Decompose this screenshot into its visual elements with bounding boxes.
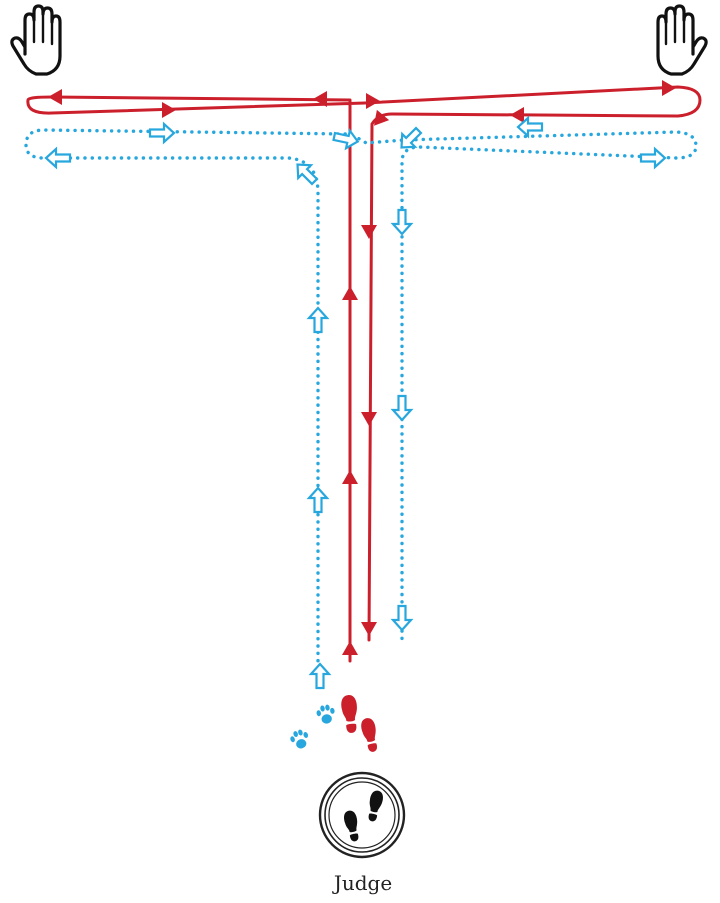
red-arrow-down xyxy=(361,622,377,636)
red-arrow-left xyxy=(48,89,62,105)
red-arrow-up xyxy=(342,470,358,484)
red-arrow-up xyxy=(342,641,358,655)
judge-label: Judge xyxy=(333,871,393,895)
stop-hand-icon xyxy=(10,4,62,76)
blue-arrow-down xyxy=(391,208,413,236)
blue-arrow-up xyxy=(307,486,329,514)
shoeprint-icon xyxy=(340,694,381,754)
blue-arrow-down xyxy=(391,604,413,632)
red-arrow-right xyxy=(366,93,380,109)
red-arrow-down xyxy=(361,412,377,426)
red-arrow-up xyxy=(342,286,358,300)
blue-arrow-up xyxy=(309,662,331,690)
blue-arrow-right xyxy=(331,126,361,152)
handler-route xyxy=(26,85,702,663)
blue-arrow-left xyxy=(44,147,72,169)
blue-arrow-right xyxy=(148,122,176,144)
blue-arrow-down xyxy=(391,394,413,422)
stop-hand-icon xyxy=(656,4,708,76)
handler-arrows xyxy=(48,80,676,655)
blue-arrow-up xyxy=(307,306,329,334)
dog-route xyxy=(24,128,698,670)
red-arrow-down xyxy=(361,225,377,239)
red-arrow-right xyxy=(662,80,676,96)
blue-arrow-down-left xyxy=(394,123,426,155)
blue-arrow-up-left xyxy=(290,157,322,189)
blue-arrow-right xyxy=(639,147,667,169)
judge-shoeprints-icon xyxy=(318,771,406,859)
paw-print-icon xyxy=(288,703,337,751)
dog-arrows xyxy=(44,116,667,690)
red-arrow-left xyxy=(510,107,524,123)
red-arrow-right xyxy=(162,102,176,118)
